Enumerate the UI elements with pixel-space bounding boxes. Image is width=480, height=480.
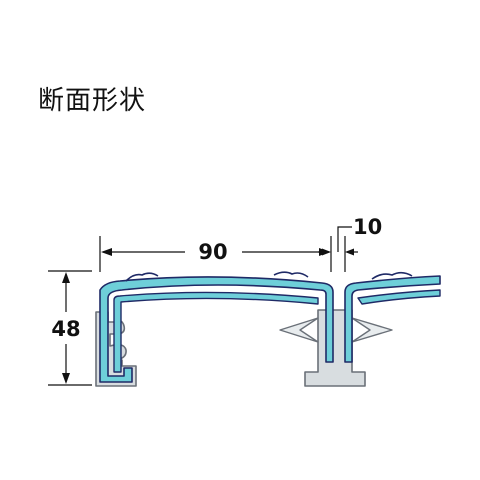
height-arrow-bottom: [62, 373, 70, 384]
left-channel-inner-lip: [113, 291, 319, 373]
right-channel-outer: [344, 275, 441, 363]
right-channel-inner-lip: [357, 289, 441, 305]
left-channel-profile: [99, 271, 334, 383]
gap-label-leader: [337, 226, 352, 252]
left-grip-ridge-2: [273, 271, 309, 278]
height-dimension-label: 48: [51, 317, 80, 341]
right-channel-profile: [344, 271, 441, 363]
width-arrow-left: [101, 248, 112, 256]
left-grip-ridge-1: [125, 272, 159, 282]
gap-arrow-left: [322, 248, 331, 256]
height-arrow-top: [62, 272, 70, 283]
width-dimension: 90: [99, 236, 332, 272]
center-base: [279, 309, 393, 387]
left-channel-outer: [99, 276, 334, 383]
width-dimension-label: 90: [198, 240, 227, 264]
gap-dimension: 10: [318, 215, 382, 272]
page-title: 断面形状: [38, 86, 147, 116]
right-grip-ridge: [371, 271, 413, 280]
center-base-fin-right: [351, 317, 393, 343]
center-base-fin-left: [279, 317, 319, 343]
gap-arrow-right: [345, 248, 354, 256]
gap-dimension-label: 10: [353, 215, 382, 239]
height-dimension: 48: [48, 270, 92, 386]
